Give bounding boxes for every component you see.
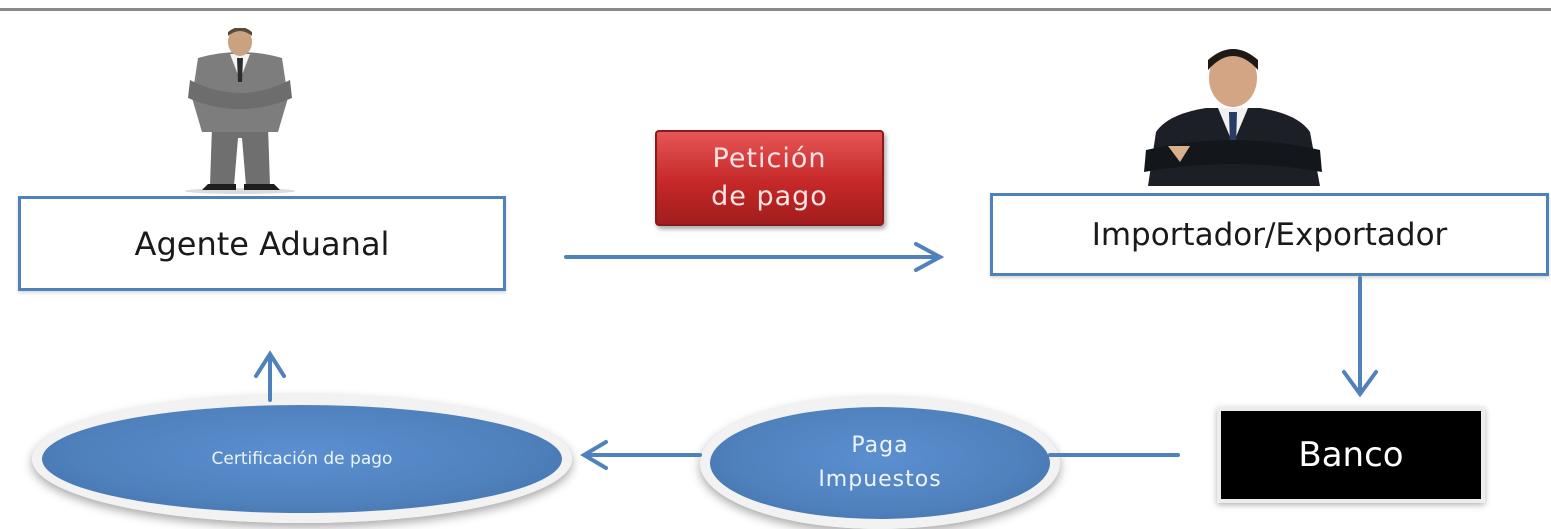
arrow-certification-to-agent: [254, 350, 286, 402]
agent-label: Agente Aduanal: [134, 224, 390, 263]
payment-request-node: Petición de pago: [655, 130, 884, 226]
importer-node: Importador/Exportador: [990, 193, 1549, 276]
taxes-label-line2: Impuestos: [818, 467, 942, 492]
pay-taxes-node: Paga Impuestos: [700, 397, 1060, 529]
agent-node: Agente Aduanal: [18, 196, 506, 291]
arrow-agent-to-importer: [564, 242, 945, 272]
bank-node: Banco: [1217, 407, 1485, 503]
request-label-line1: Petición: [712, 143, 827, 174]
taxes-label-line1: Paga: [851, 433, 909, 458]
businessman-arms-crossed-icon: [1144, 49, 1322, 186]
certification-label: Certificación de pago: [211, 449, 393, 469]
arrow-taxes-to-certification: [580, 440, 702, 470]
top-divider: [0, 8, 1551, 11]
request-label-line2: de pago: [711, 181, 828, 212]
certification-node: Certificación de pago: [32, 395, 572, 523]
standing-businessman-icon: [185, 28, 295, 194]
bank-label: Banco: [1298, 435, 1404, 475]
arrow-importer-to-bank: [1342, 276, 1378, 398]
importer-label: Importador/Exportador: [1091, 216, 1448, 253]
